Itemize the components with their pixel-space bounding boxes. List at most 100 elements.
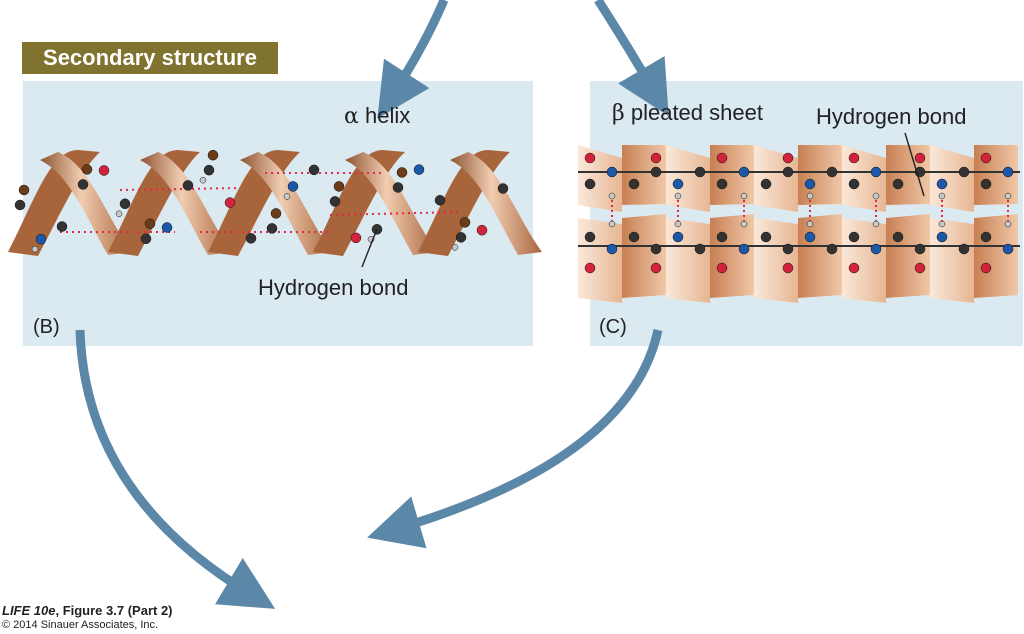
section-title-badge: Secondary structure <box>22 42 278 74</box>
carbon-atom <box>980 231 992 243</box>
figure-ref: , Figure 3.7 (Part 2) <box>55 603 173 618</box>
section-title: Secondary structure <box>43 45 257 70</box>
nitrogen-atom <box>738 166 750 178</box>
carbon-atom <box>958 243 970 255</box>
oxygen-atom <box>350 232 362 244</box>
nitrogen-atom <box>1002 166 1014 178</box>
carbon-atom <box>760 231 772 243</box>
carbon-atom <box>182 180 194 191</box>
carbon-atom <box>628 178 640 190</box>
nitrogen-atom <box>606 166 618 178</box>
pleated-sheet-words: pleated sheet <box>630 100 763 125</box>
hydrogen-atom <box>451 244 459 251</box>
r-group-atom <box>396 167 408 178</box>
panel-c-letter: (C) <box>599 316 627 338</box>
carbon-atom <box>266 223 278 234</box>
carbon-atom <box>584 178 596 190</box>
arrow-from-helix <box>75 329 276 609</box>
sheet-pleat-lower <box>930 218 974 303</box>
nitrogen-atom <box>606 243 618 255</box>
helix-ribbon <box>8 150 542 256</box>
sheet-bond-leader-line <box>904 132 925 197</box>
helix-ribbon-front <box>240 152 332 255</box>
helix-word: helix <box>364 103 411 128</box>
sheet-pleat-lower <box>798 214 842 298</box>
oxygen-atom <box>584 262 596 274</box>
nitrogen-atom <box>672 231 684 243</box>
carbon-atom <box>497 183 509 194</box>
carbon-atom <box>14 199 26 211</box>
nitrogen-atom <box>1002 243 1014 255</box>
oxygen-atom <box>716 262 728 274</box>
hydrogen-atom <box>674 220 682 228</box>
hydrogen-atom <box>115 210 123 218</box>
carbon-atom <box>826 166 838 178</box>
carbon-atom <box>848 178 860 190</box>
carbon-atom <box>245 233 257 244</box>
carbon-atom <box>716 178 728 190</box>
hydrogen-atom <box>872 220 880 228</box>
r-group-atom <box>18 184 30 196</box>
helix-atoms <box>14 149 509 253</box>
nitrogen-atom <box>936 178 948 190</box>
sheet-pleat-upper <box>930 145 974 212</box>
hydrogen-atom <box>283 193 291 200</box>
nitrogen-atom <box>804 178 816 190</box>
carbon-atom <box>203 164 215 176</box>
nitrogen-atom <box>738 243 750 255</box>
sheet-hydrogen-bond-label: Hydrogen bond <box>816 104 967 129</box>
helix-ribbon-front <box>345 152 437 255</box>
carbon-atom <box>980 178 992 190</box>
nitrogen-atom <box>804 231 816 243</box>
helix-hydrogen-bonds <box>60 172 461 233</box>
helix-ribbon-front <box>40 152 132 255</box>
oxygen-atom <box>782 262 794 274</box>
carbon-atom <box>782 166 794 178</box>
sheet-pleat-lower <box>974 214 1018 298</box>
sheet-pleat-lower <box>842 218 886 303</box>
nitrogen-atom <box>936 231 948 243</box>
sheet-pleat-upper <box>578 145 622 212</box>
oxygen-atom <box>650 262 662 274</box>
oxygen-atom <box>848 262 860 274</box>
hydrogen-atom <box>608 192 616 200</box>
r-group-atom <box>459 217 471 228</box>
hydrogen-atom <box>608 220 616 228</box>
r-group-atom <box>144 218 156 230</box>
carbon-atom <box>584 231 596 243</box>
sheet-pleat-lower <box>710 214 754 298</box>
beta-sheet-label: β pleated sheet <box>612 100 763 126</box>
helix-bond-leader-line <box>361 228 378 268</box>
hydrogen-atom <box>740 220 748 228</box>
sheet-pleats <box>578 145 1018 303</box>
carbon-atom <box>892 231 904 243</box>
sheet-pleat-upper <box>842 145 886 212</box>
carbon-atom <box>434 194 446 206</box>
sheet-pleat-lower <box>578 218 622 303</box>
nitrogen-atom <box>35 233 47 245</box>
oxygen-atom <box>914 262 926 274</box>
hydrogen-atom <box>31 245 39 253</box>
carbon-atom <box>650 243 662 255</box>
carbon-atom <box>628 231 640 243</box>
r-group-atom <box>81 164 93 175</box>
carbon-atom <box>760 178 772 190</box>
carbon-atom <box>694 243 706 255</box>
carbon-atom <box>119 198 131 210</box>
nitrogen-atom <box>413 164 425 175</box>
sheet-pleat-upper <box>798 145 842 205</box>
helix-hydrogen-bond <box>329 211 461 216</box>
sheet-pleat-upper <box>666 145 710 212</box>
nitrogen-atom <box>161 222 173 233</box>
panel-b-letter: (B) <box>33 316 60 338</box>
arrow-into-helix <box>377 0 449 119</box>
sheet-pleat-lower <box>754 218 798 303</box>
helix-ribbon-front <box>450 152 542 255</box>
hydrogen-atom <box>199 176 207 184</box>
arrow-from-sheet <box>367 329 663 549</box>
hydrogen-atom <box>1004 192 1012 200</box>
oxygen-atom <box>980 152 992 164</box>
carbon-atom <box>694 166 706 178</box>
carbon-atom <box>892 178 904 190</box>
